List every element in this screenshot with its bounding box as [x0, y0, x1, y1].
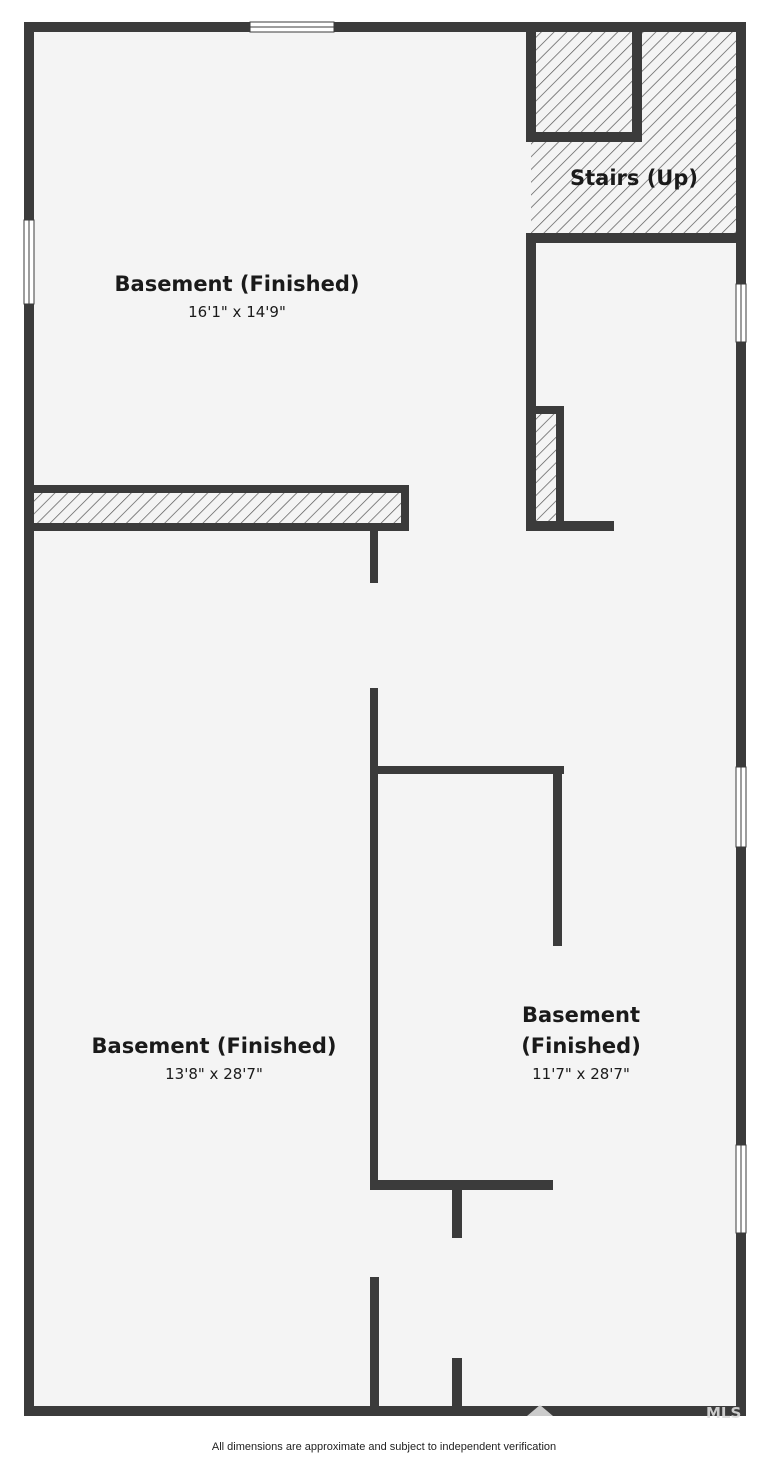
- top-basement-name: Basement (Finished): [115, 272, 360, 296]
- shelf-hatch: [31, 490, 403, 526]
- stairs-label: Stairs (Up): [570, 166, 698, 190]
- column-walls: [526, 233, 614, 531]
- outer-walls: [24, 22, 746, 1416]
- windows: [23, 21, 747, 1234]
- bottom-left-basement-name: Basement (Finished): [92, 1034, 337, 1058]
- house-logo-icon: [527, 1405, 553, 1416]
- floor-area: [30, 28, 740, 1410]
- watermark-text: MLS: [706, 1404, 741, 1422]
- top-basement-dims: 16'1" x 14'9": [188, 303, 286, 321]
- partition-walls: [370, 688, 564, 1416]
- bottom-left-basement-dims: 13'8" x 28'7": [165, 1065, 263, 1083]
- stairs-block-hatch: [531, 28, 638, 135]
- shelf-walls: [24, 485, 409, 583]
- disclaimer: All dimensions are approximate and subje…: [211, 1441, 557, 1453]
- bottom-right-basement-name-line1: Basement: [522, 1003, 640, 1027]
- bottom-right-basement-dims: 11'7" x 28'7": [532, 1065, 630, 1083]
- bottom-right-basement-name-line2: (Finished): [521, 1034, 641, 1058]
- watermark: MLS: [527, 1404, 741, 1422]
- stairs-walls: [526, 28, 740, 243]
